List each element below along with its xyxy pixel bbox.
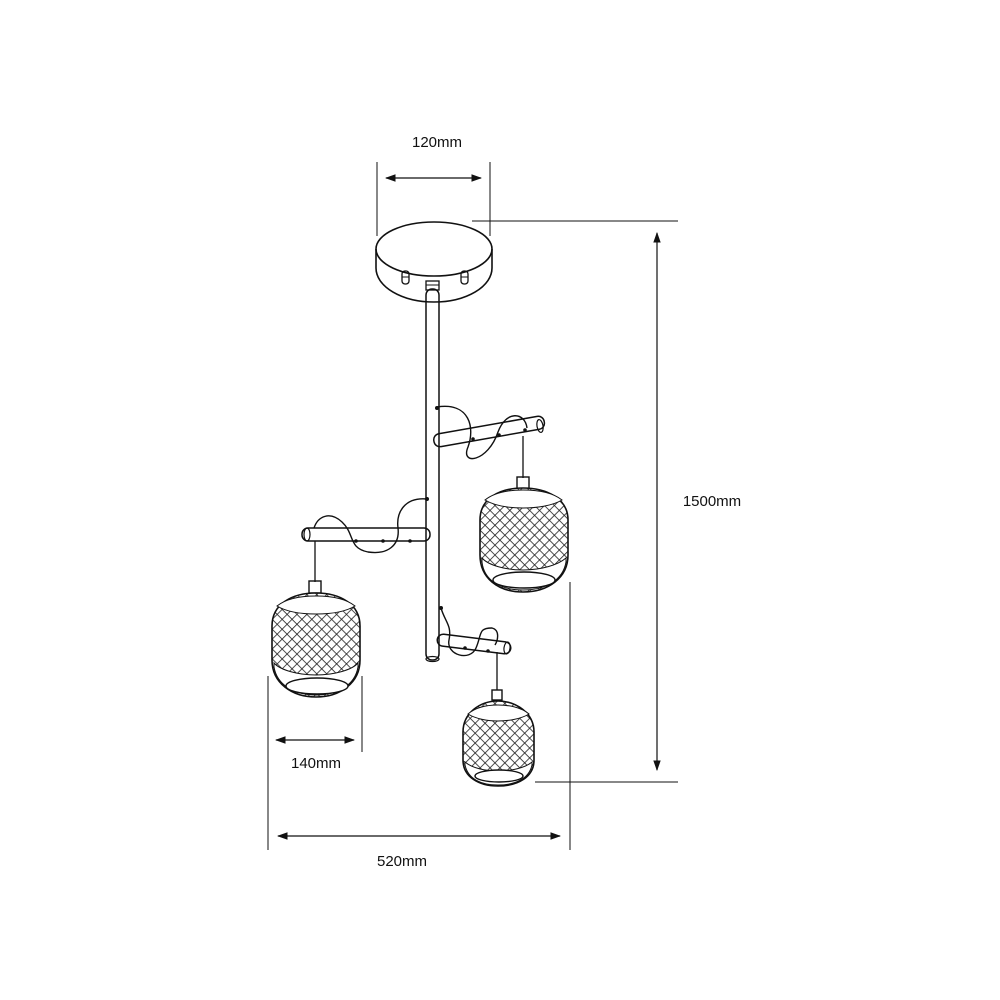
shade-width-label: 140mm xyxy=(291,755,341,772)
ceiling-canopy xyxy=(375,221,493,303)
total-width-label: 520mm xyxy=(377,853,427,870)
lamp-shade-lower-right xyxy=(462,689,535,787)
canopy-width-label: 120mm xyxy=(412,134,462,151)
dimension-canopy-width: 120mm xyxy=(376,134,491,236)
total-height-label: 1500mm xyxy=(683,493,741,510)
dimension-shade-width: 140mm xyxy=(267,676,363,772)
dimension-total-height: 1500mm xyxy=(472,220,741,783)
lamp-shade-upper-right xyxy=(479,476,569,593)
arm-lower-right xyxy=(436,606,512,690)
arm-upper-right xyxy=(433,405,546,478)
central-stem xyxy=(425,288,440,663)
arm-middle-left xyxy=(301,497,431,582)
lamp-shade-left xyxy=(271,580,361,698)
dimension-total-width: 520mm xyxy=(267,582,571,870)
